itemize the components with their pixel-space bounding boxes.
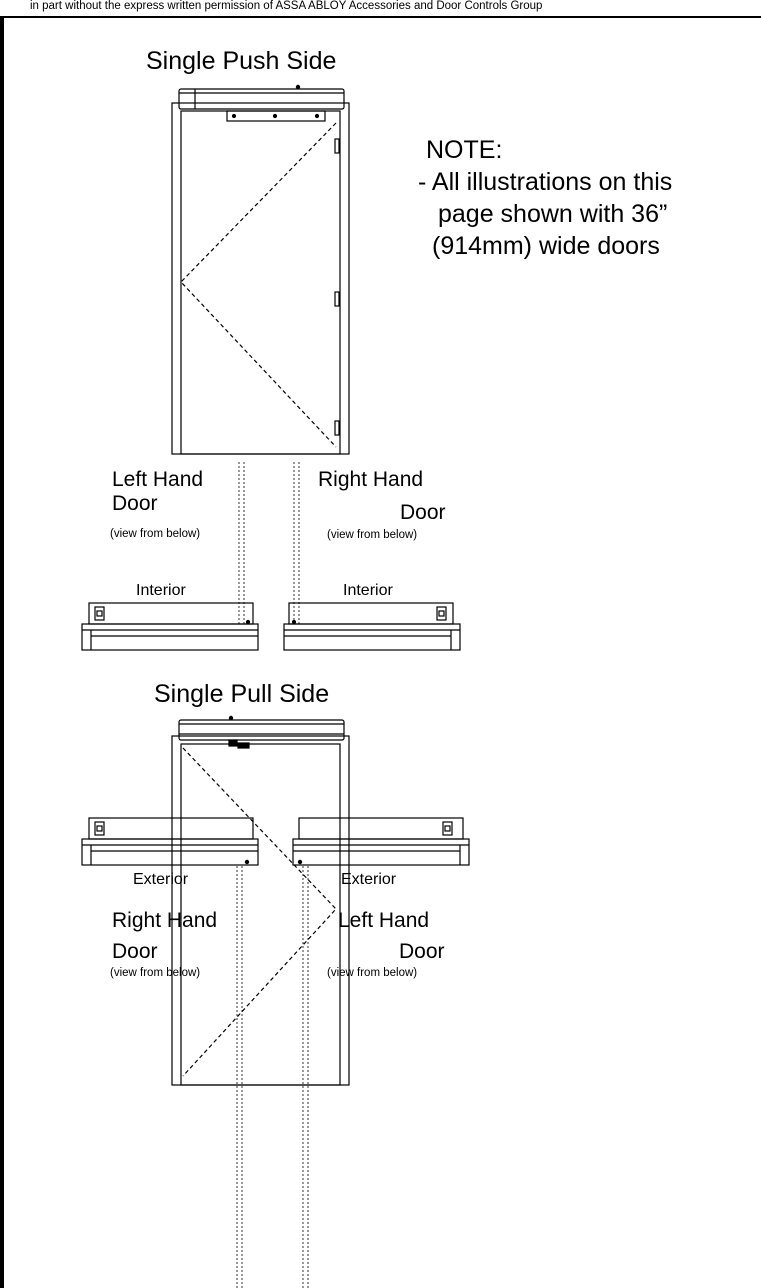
operator-plan <box>88 602 254 625</box>
copyright-notice: in part without the express written perm… <box>30 0 543 12</box>
operator-plan <box>298 817 464 840</box>
push-left-door-label: Door <box>112 492 158 515</box>
operator-header <box>178 88 345 110</box>
swing-indicator <box>182 747 337 1077</box>
door-leaf <box>180 110 341 455</box>
push-left-plan-view <box>81 602 259 651</box>
frame-plan <box>283 623 461 651</box>
operator-plan <box>88 817 254 840</box>
pull-left-plan-view <box>81 817 259 866</box>
pull-right-view-note: (view from below) <box>110 967 201 979</box>
pull-side-door-elevation <box>171 715 350 1086</box>
note-line-3: (914mm) wide doors <box>432 232 660 260</box>
pull-jamb-lines <box>236 866 309 1288</box>
push-left-view-note: (view from below) <box>110 528 201 540</box>
door-frame <box>171 102 350 455</box>
pull-right-exterior-label: Exterior <box>341 871 397 888</box>
pull-right-door-label: Door <box>112 940 158 963</box>
push-side-title: Single Push Side <box>146 47 337 75</box>
push-right-interior-label: Interior <box>343 582 393 599</box>
push-right-hand-label: Right Hand <box>318 468 424 491</box>
note-line-1: - All illustrations on this <box>418 168 673 196</box>
swing-indicator <box>180 122 337 448</box>
pull-side-title: Single Pull Side <box>154 680 330 708</box>
operator-plan <box>288 602 454 625</box>
push-side-door-elevation <box>171 84 350 455</box>
push-left-hand-label: Left Hand <box>112 468 204 491</box>
door-leaf <box>180 743 341 1086</box>
push-jamb-lines <box>238 462 300 625</box>
note-line-2: page shown with 36” <box>438 200 668 228</box>
pull-left-exterior-label: Exterior <box>133 871 189 888</box>
push-right-door-label: Door <box>400 501 446 524</box>
frame-plan <box>292 838 470 866</box>
hinge-middle <box>334 291 340 307</box>
hinge-bottom <box>334 420 340 436</box>
frame-plan <box>81 623 259 651</box>
push-left-interior-label: Interior <box>136 582 186 599</box>
pull-left-view-note: (view from below) <box>327 967 418 979</box>
frame-plan <box>81 838 259 866</box>
push-right-view-note: (view from below) <box>327 529 418 541</box>
push-right-plan-view <box>283 602 461 651</box>
hinge-top <box>334 138 340 154</box>
pull-right-hand-label: Right Hand <box>112 909 218 932</box>
pull-right-plan-view <box>292 817 470 866</box>
pull-left-hand-label: Left Hand <box>338 909 430 932</box>
page-border <box>0 16 761 1288</box>
operator-header <box>178 719 345 741</box>
operator-arm <box>228 739 238 747</box>
pull-left-door-label: Door <box>399 940 445 963</box>
note-title: NOTE: <box>426 136 503 164</box>
operator-arm-track <box>226 110 326 122</box>
